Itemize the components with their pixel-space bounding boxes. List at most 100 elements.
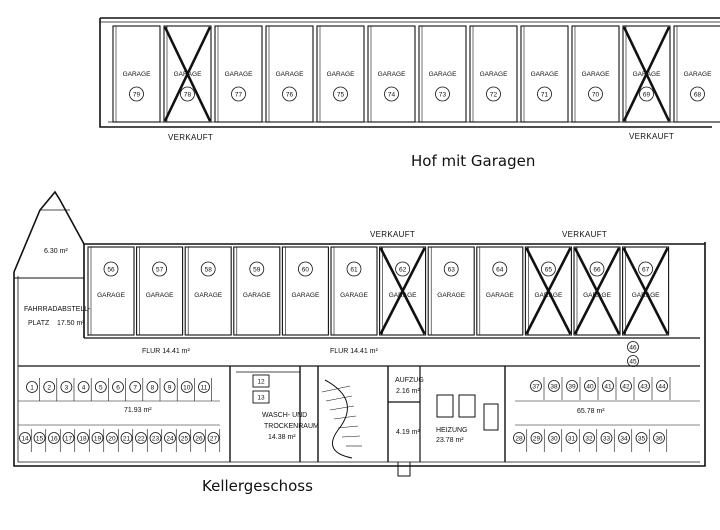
garage-label: GARAGE: [437, 292, 465, 299]
garage-number-circle: [639, 86, 654, 102]
garage-label: GARAGE: [389, 292, 417, 299]
garage-outline: [524, 246, 572, 336]
garage-number: 59: [253, 267, 261, 274]
cellar-29: [530, 432, 543, 444]
lift-area: 2.16 m²: [396, 388, 420, 395]
garage-outline: [233, 246, 281, 336]
cellar-46: [627, 341, 639, 353]
cellar-18: [77, 432, 89, 444]
cellar-42: [620, 380, 632, 392]
cellar-number-14: 14: [21, 436, 29, 443]
walls: [13, 17, 720, 477]
garage-outline: [469, 25, 518, 123]
cellar-number-4: 4: [82, 385, 86, 392]
bike-label-2: PLATZ: [28, 320, 50, 327]
garage-number-circle: [541, 261, 556, 277]
cellar-1: [26, 381, 38, 393]
garage-outline: [622, 25, 671, 123]
garage-number: 56: [107, 267, 115, 274]
garage-number: 73: [439, 92, 447, 99]
cellar-11: [198, 381, 210, 393]
cellar-33: [600, 432, 613, 444]
garage-label: GARAGE: [194, 292, 222, 299]
cellar-39: [566, 380, 578, 392]
garage-label: GARAGE: [429, 71, 457, 78]
garage-number: 60: [302, 267, 310, 274]
wall-line: [13, 190, 85, 273]
garage-number: 67: [642, 267, 650, 274]
garage-number: 74: [388, 92, 396, 99]
garage-outline: [316, 25, 365, 123]
garage-73: GARAGE 73: [418, 25, 467, 123]
garage-label: GARAGE: [531, 71, 559, 78]
cellar-number-9: 9: [168, 385, 172, 392]
garage-number-circle: [589, 261, 605, 277]
cellar-5: [94, 381, 107, 393]
garage-number: 63: [448, 267, 456, 274]
garage-outline: [571, 25, 620, 123]
cellar-number-18: 18: [79, 436, 87, 443]
cellar-number-33: 33: [603, 436, 611, 443]
garage-outline: [184, 246, 232, 336]
garage-number: 79: [133, 92, 141, 99]
wall-line: [17, 276, 700, 463]
cellar-number-31: 31: [568, 436, 576, 443]
garage-outline: [476, 246, 524, 336]
garage-74: GARAGE 74: [367, 25, 416, 123]
cellar-number-43: 43: [640, 384, 648, 391]
garage-outline: [330, 246, 378, 336]
garage-outline: [214, 25, 263, 123]
tank-box: [483, 403, 499, 431]
garage-number: 70: [592, 92, 600, 99]
cellar-number-25: 25: [181, 436, 189, 443]
cellar-number-11: 11: [201, 385, 208, 392]
garage-number-circle: [690, 86, 705, 102]
bike-label-1: FAHRRADABSTELL-: [24, 306, 91, 313]
cellar-24: [164, 432, 176, 444]
garage-number-circle: [486, 86, 501, 102]
garage-outline: [87, 246, 135, 336]
garage-label: GARAGE: [225, 71, 253, 78]
cellar-37: [530, 380, 542, 392]
garage-number-circle: [231, 86, 246, 102]
garage-78: GARAGE78: [163, 25, 212, 123]
garage-number: 58: [205, 267, 213, 274]
garage-58: GARAGE 58: [184, 246, 232, 336]
garage-number: 72: [490, 92, 498, 99]
garage-label: GARAGE: [582, 71, 610, 78]
garage-label: GARAGE: [378, 71, 406, 78]
cellar-number-8: 8: [151, 385, 155, 392]
cellar-number-45: 45: [629, 359, 637, 366]
cellar-number-46: 46: [629, 345, 637, 352]
garage-number-circle: [443, 261, 459, 277]
garage-label: GARAGE: [291, 292, 319, 299]
cellar-30: [548, 432, 560, 444]
garage-label: GARAGE: [276, 71, 304, 78]
garage-outline: [367, 25, 416, 123]
cellar-12: [252, 374, 270, 388]
cellar-10: [180, 381, 193, 393]
cellar-number-28: 28: [515, 436, 523, 443]
garage-number: 75: [337, 92, 345, 99]
garage-number: 78: [184, 92, 192, 99]
staircase: [324, 379, 353, 459]
cellar-43: [638, 380, 650, 392]
garage-number-circle: [180, 86, 195, 102]
cellar-13: [252, 390, 270, 404]
cellar-38: [548, 380, 560, 392]
garage-outline: [673, 25, 720, 123]
cellar-number-13: 13: [257, 395, 265, 402]
corridor-2-label: FLUR 14.41 m²: [330, 348, 378, 355]
cellar-2: [43, 381, 56, 393]
